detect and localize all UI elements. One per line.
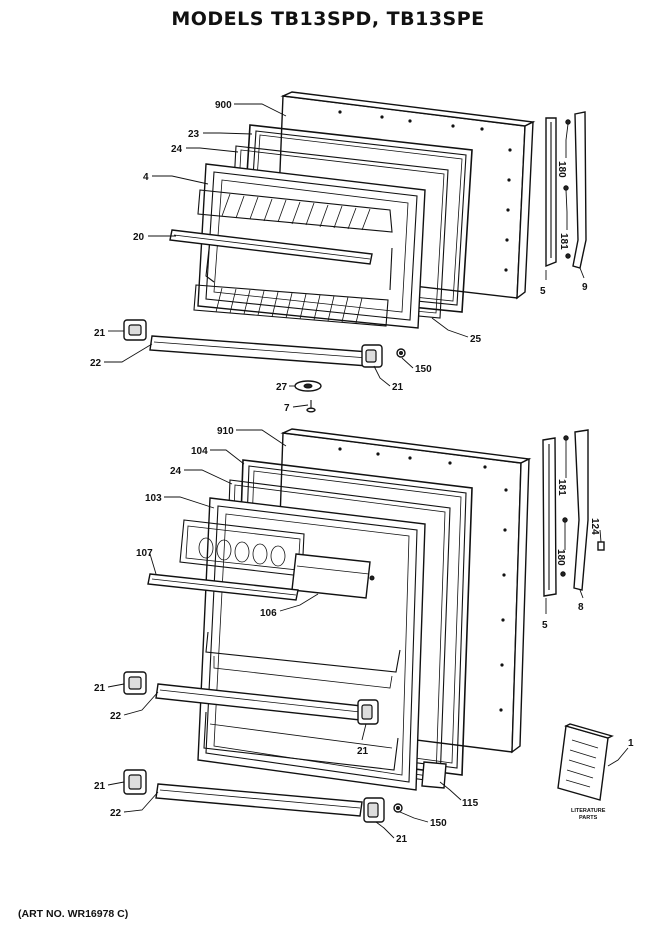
callout-9: 9 xyxy=(582,282,588,293)
fresh-food-shelf-bar xyxy=(147,573,299,601)
callout-115: 115 xyxy=(462,798,479,809)
callout-180-upper: 180 xyxy=(556,161,567,178)
handle-end-cap-upper-left xyxy=(123,319,147,341)
handle-end-cap-mid-right xyxy=(357,699,379,725)
door-pin xyxy=(306,400,316,413)
freezer-door-assembly xyxy=(123,91,587,413)
callout-21-f: 21 xyxy=(396,834,408,845)
fresh-food-door-liner xyxy=(179,497,426,791)
leader-lines xyxy=(104,103,629,839)
literature-label-2: PARTS xyxy=(579,815,598,821)
callout-124: 124 xyxy=(589,518,600,535)
callout-7: 7 xyxy=(284,403,290,414)
callout-24-upper: 24 xyxy=(171,144,183,155)
callout-5-upper: 5 xyxy=(540,286,546,297)
callout-104: 104 xyxy=(191,446,208,457)
handle-end-cap-lower-right xyxy=(363,797,385,823)
callout-150-upper: 150 xyxy=(415,364,432,375)
callout-25: 25 xyxy=(470,334,482,345)
callout-4: 4 xyxy=(143,172,149,183)
callout-150-lower: 150 xyxy=(430,818,447,829)
fresh-food-lower-handle xyxy=(155,783,363,817)
freezer-shelf-bar xyxy=(169,229,373,265)
callout-181-lower: 181 xyxy=(556,479,567,496)
bottom-hinge-bracket xyxy=(421,761,447,789)
callout-21-b: 21 xyxy=(392,382,404,393)
callout-181-upper: 181 xyxy=(558,233,569,250)
handle-end-cap-lower-left xyxy=(123,769,147,795)
art-number: (ART NO. WR16978 C) xyxy=(18,908,129,920)
callout-21-a: 21 xyxy=(94,328,106,339)
callout-107: 107 xyxy=(136,548,153,559)
literature-booklet: LITERATURE PARTS xyxy=(557,723,614,821)
callout-22-b: 22 xyxy=(110,711,122,722)
callout-1: 1 xyxy=(628,738,634,749)
callout-8: 8 xyxy=(578,602,584,613)
callout-21-d: 21 xyxy=(357,746,369,757)
callout-103: 103 xyxy=(145,493,162,504)
callout-910: 910 xyxy=(217,426,234,437)
diagram-title: MODELS TB13SPD, TB13SPE xyxy=(171,8,485,30)
callout-22-a: 22 xyxy=(90,358,102,369)
freezer-door-liner xyxy=(193,163,426,329)
callout-20: 20 xyxy=(133,232,145,243)
callout-22-c: 22 xyxy=(110,808,122,819)
callout-5-lower: 5 xyxy=(542,620,548,631)
callout-180-lower: 180 xyxy=(555,549,566,566)
callout-23: 23 xyxy=(188,129,200,140)
callout-labels: 900 23 24 4 20 180 181 5 9 25 21 22 150 … xyxy=(90,100,634,845)
lower-hinge-parts xyxy=(542,429,605,597)
callout-21-e: 21 xyxy=(94,781,106,792)
handle-end-cap-mid-left xyxy=(123,671,147,695)
freezer-door-handle xyxy=(149,335,371,367)
literature-label-1: LITERATURE xyxy=(571,808,606,814)
callout-106: 106 xyxy=(260,608,277,619)
callout-27: 27 xyxy=(276,382,288,393)
callout-21-c: 21 xyxy=(94,683,106,694)
callout-24-lower: 24 xyxy=(170,466,182,477)
handle-end-cap-upper-right xyxy=(361,344,383,368)
callout-900: 900 xyxy=(215,100,232,111)
upper-hinge-parts xyxy=(545,111,587,269)
door-stop-cam xyxy=(294,380,322,392)
fresh-food-door-assembly xyxy=(123,428,605,823)
